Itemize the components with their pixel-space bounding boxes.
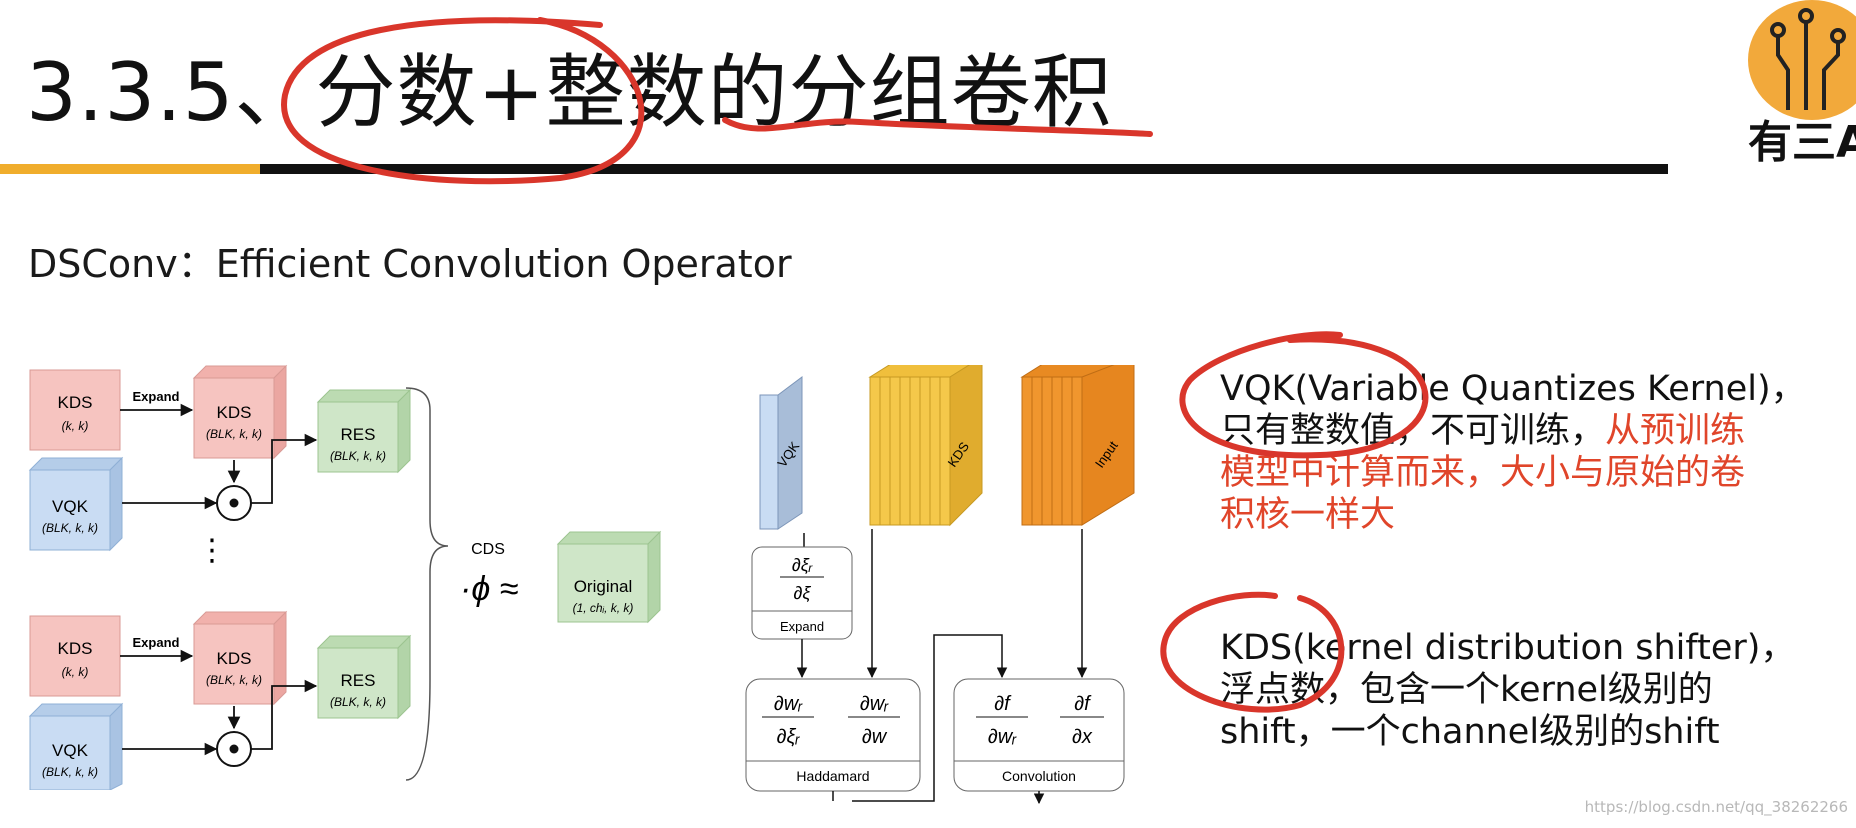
svg-text:∂w: ∂w [862,726,888,748]
res-block-top: RES (BLK, k, k) [316,388,412,474]
convolution-node: ∂f ∂wᵣ ∂f ∂x Convolution [953,678,1125,792]
vqk-tensor: VQK [759,376,803,530]
svg-text:∂wᵣ: ∂wᵣ [860,693,889,715]
dsconv-structure-diagram: KDS (k, k) Expand KDS (BLK, k, k) VQK (B… [28,364,662,790]
vqk-block-bottom: VQK (BLK, k, k) [28,702,124,790]
slide-title: 3.3.5、分数+整数的分组卷积 [26,46,1113,139]
svg-text:Haddamard: Haddamard [796,768,869,784]
svg-text:Convolution: Convolution [1002,768,1076,784]
svg-text:(BLK, k, k): (BLK, k, k) [330,695,386,709]
title-underline-accent [0,164,260,174]
expand-node: ∂ξᵣ ∂ξ Expand [751,546,853,640]
ellipsis: ⋮ [197,534,227,567]
svg-text:(BLK, k, k): (BLK, k, k) [206,427,262,441]
section-subtitle: DSConv：Efficient Convolution Operator [28,242,792,286]
product-to-res-arrow-top [251,433,318,504]
input-tensor: Input [1020,365,1135,526]
kds-box-bottom: KDS (k, k) [29,615,121,697]
logo-badge [1748,0,1856,120]
svg-text:(k, k): (k, k) [62,665,89,679]
vqk-line-3: 模型中计算而来，大小与原始的卷 [1220,453,1746,493]
svg-text:Expand: Expand [780,619,824,634]
svg-text:(1, chᵢ, k, k): (1, chᵢ, k, k) [573,601,634,615]
circuit-icon [1770,8,1846,110]
svg-text:(k, k): (k, k) [62,419,89,433]
svg-text:∂ξ: ∂ξ [794,583,812,603]
vqk-line-1: VQK(Variable Quantizes Kernel)， [1220,369,1806,409]
svg-text:∂f: ∂f [994,693,1012,715]
hadamard-product-icon-top [216,485,252,521]
svg-text:VQK: VQK [52,741,89,760]
svg-text:RES: RES [341,671,376,690]
vqk-description: VQK(Variable Quantizes Kernel)， 只有整数值，不可… [1220,368,1856,536]
svg-text:Original: Original [574,577,633,596]
res-block-bottom: RES (BLK, k, k) [316,634,412,720]
vqk-block-top: VQK (BLK, k, k) [28,456,124,552]
kds-line-1: KDS(kernel distribution shifter)， [1220,628,1796,668]
logo-text: 有三A [1748,117,1856,168]
approx-symbol: ·ϕ ≈ [460,570,519,608]
kds-block-top: KDS (BLK, k, k) [192,364,288,460]
kds-line-2: 浮点数，包含一个kernel级别的 [1220,670,1713,710]
expand-label-top: Expand [133,389,180,404]
expand-label-bottom: Expand [133,635,180,650]
dsconv-gradient-diagram: VQK KDS Input ∂ξᵣ ∂ξ Expand [745,365,1135,805]
vqk-line-4: 积核一样大 [1220,495,1396,535]
kds-tensor: KDS [868,365,983,527]
svg-text:∂ξᵣ: ∂ξᵣ [777,726,801,748]
svg-text:VQK: VQK [52,497,89,516]
kds-description: KDS(kernel distribution shifter)， 浮点数，包含… [1220,627,1856,753]
kds-line-3: shift，一个channel级别的shift [1220,712,1720,752]
svg-text:∂x: ∂x [1072,726,1093,748]
source-watermark: https://blog.csdn.net/qq_38262266 [1584,798,1848,816]
haddamard-node: ∂wᵣ ∂ξᵣ ∂wᵣ ∂w Haddamard [745,678,921,792]
cds-label: CDS [471,541,505,558]
svg-text:KDS: KDS [58,639,93,658]
svg-text:∂wᵣ: ∂wᵣ [774,693,803,715]
svg-text:KDS: KDS [217,649,252,668]
svg-text:RES: RES [341,425,376,444]
kds-box-top: KDS (k, k) [29,369,121,451]
kds-block-bottom: KDS (BLK, k, k) [192,610,288,706]
product-to-res-arrow-bottom [251,679,318,750]
svg-text:KDS: KDS [217,403,252,422]
svg-text:KDS: KDS [58,393,93,412]
svg-text:(BLK, k, k): (BLK, k, k) [330,449,386,463]
vqk-line-2: 只有整数值，不可训练，从预训练 [1220,411,1746,451]
grouping-brace [405,387,449,781]
feedback-arrow [852,634,1008,802]
svg-text:(BLK, k, k): (BLK, k, k) [42,765,98,779]
svg-text:∂wᵣ: ∂wᵣ [988,726,1017,748]
brand-logo: 有三A [1748,0,1856,168]
svg-text:(BLK, k, k): (BLK, k, k) [206,673,262,687]
original-block: Original (1, chᵢ, k, k) [556,530,662,624]
svg-text:∂f: ∂f [1074,693,1092,715]
title-underline [260,164,1668,174]
svg-text:∂ξᵣ: ∂ξᵣ [792,555,813,575]
hadamard-product-icon-bottom [216,731,252,767]
svg-text:(BLK, k, k): (BLK, k, k) [42,521,98,535]
